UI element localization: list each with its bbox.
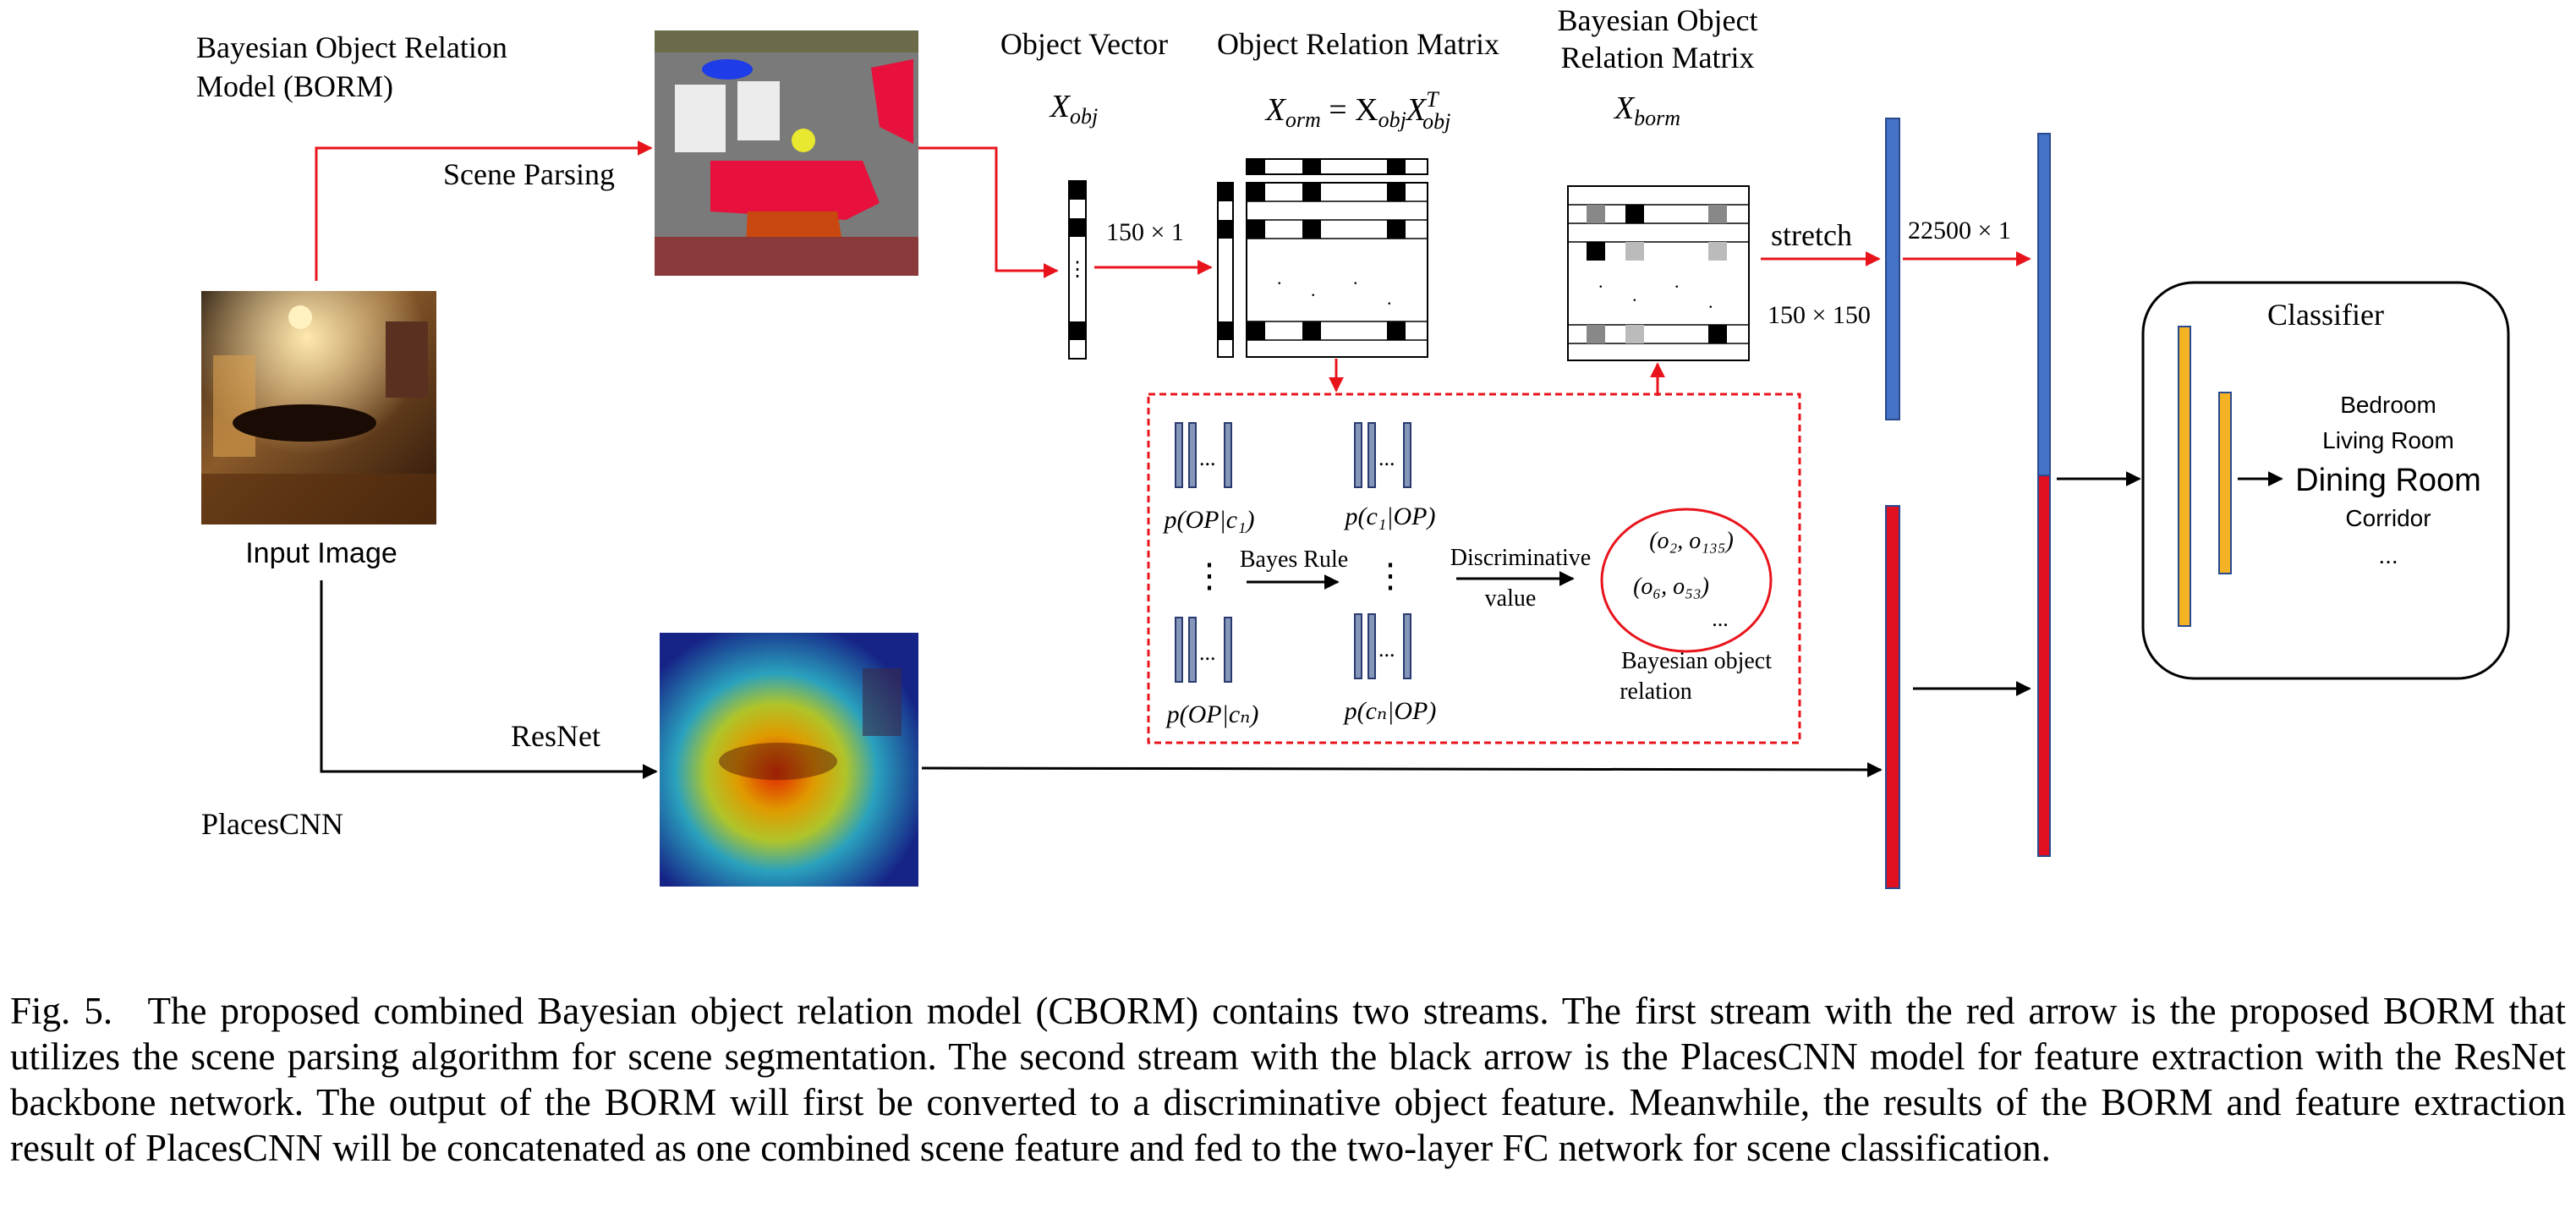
red-arrow-to-parsing — [315, 140, 653, 281]
borm-feature-bar — [1885, 118, 1900, 420]
object-vector: ⋮ — [1067, 180, 1088, 360]
class-corridor: Corridor — [2345, 505, 2431, 531]
relation-pair-2: (o₆, o₅₃) — [1633, 574, 1709, 600]
svg-text:.: . — [1674, 271, 1680, 292]
p-cn-op: p(cₙ|OP) — [1343, 697, 1437, 725]
dim-22500x1: 22500 × 1 — [1908, 217, 2011, 244]
p-op-c1: p(OP|c₁) — [1163, 506, 1255, 534]
placescnn-label: PlacesCNN — [201, 807, 343, 841]
figure-label: Fig. 5. — [10, 990, 113, 1032]
dist-bars-op-c1 — [1175, 422, 1232, 488]
borm-matrix-title-line2: Relation Matrix — [1561, 41, 1755, 74]
svg-text:.: . — [1632, 284, 1637, 305]
relation-pair-1: (o₂, o₁₃₅) — [1649, 528, 1734, 554]
svg-text:.: . — [1353, 267, 1358, 288]
classifier-box — [2141, 281, 2510, 680]
svg-text:.: . — [1387, 288, 1392, 309]
dist-bars-cn-op — [1354, 613, 1411, 679]
class-dining-room: Dining Room — [2295, 463, 2481, 498]
p-op-cn: p(OP|cₙ) — [1165, 700, 1259, 728]
fc-layer-2 — [2218, 392, 2232, 574]
relation-ellipse — [1600, 508, 1773, 653]
heatmap-image — [660, 633, 918, 887]
object-vector-title: Object Vector — [1000, 27, 1168, 61]
placescnn-feature-bar — [1885, 505, 1900, 889]
red-arrow-to-vector — [918, 146, 1059, 278]
svg-text:.: . — [1598, 271, 1603, 292]
bayes-rule-label: Bayes Rule — [1240, 546, 1348, 573]
class-bedroom: Bedroom — [2340, 392, 2436, 418]
stretch-label: stretch — [1771, 218, 1852, 252]
dist-bars-c1-op — [1354, 422, 1411, 488]
vdots-right: ⋮ — [1373, 557, 1407, 595]
relation-dots: ... — [1712, 607, 1729, 631]
fc-layer-1 — [2178, 326, 2191, 627]
concat-bar-red — [2037, 475, 2051, 857]
svg-text:.: . — [1311, 279, 1316, 300]
relation-caption-line1: Bayesian object — [1621, 648, 1772, 674]
dim-150x150: 150 × 150 — [1768, 301, 1871, 329]
input-image — [201, 291, 436, 524]
relation-caption-line2: relation — [1620, 678, 1692, 705]
class-living-room: Living Room — [2322, 427, 2454, 453]
value-label: value — [1485, 585, 1537, 612]
segmentation-image — [655, 30, 918, 276]
borm-title-line1: Bayesian Object Relation — [196, 30, 507, 64]
dist-dots-1: ... — [1199, 446, 1216, 470]
cborm-diagram: Bayesian Object Relation Model (BORM) In… — [196, 3, 2510, 889]
orm-matrix: . . . . — [1217, 158, 1428, 358]
svg-text:⋮: ⋮ — [1067, 259, 1088, 281]
black-arrow-to-placescnn-feature — [921, 761, 1883, 777]
borm-matrix-title-line1: Bayesian Object — [1558, 3, 1758, 37]
svg-text:.: . — [1708, 291, 1713, 312]
bayes-box — [1147, 393, 1801, 744]
scene-parsing-label: Scene Parsing — [443, 157, 615, 191]
dim-150x1: 150 × 1 — [1106, 218, 1184, 246]
input-image-label: Input Image — [245, 537, 397, 569]
dist-dots-2: ... — [1378, 446, 1395, 470]
borm-matrix: . . . . — [1567, 185, 1750, 361]
borm-symbol: Xborm — [1613, 91, 1680, 130]
black-arrow-to-resnet — [320, 580, 658, 779]
object-vector-symbol: Xobj — [1049, 89, 1098, 129]
resnet-label: ResNet — [511, 719, 600, 753]
p-c1-op: p(c₁|OP) — [1344, 502, 1436, 530]
concat-bar-blue — [2037, 133, 2051, 476]
discriminative-label: Discriminative — [1450, 545, 1591, 571]
figure-caption: Fig. 5. The proposed combined Bayesian o… — [10, 988, 2566, 1171]
class-more: ... — [2378, 542, 2398, 568]
dist-bars-op-cn — [1175, 617, 1232, 683]
orm-title: Object Relation Matrix — [1217, 27, 1499, 61]
dist-dots-4: ... — [1378, 637, 1395, 662]
borm-title-line2: Model (BORM) — [196, 69, 393, 103]
vdots-left: ⋮ — [1192, 557, 1226, 595]
svg-text:.: . — [1277, 267, 1282, 288]
dist-dots-3: ... — [1199, 640, 1216, 665]
classifier-title: Classifier — [2267, 298, 2384, 332]
caption-text: The proposed combined Bayesian object re… — [10, 990, 2567, 1169]
